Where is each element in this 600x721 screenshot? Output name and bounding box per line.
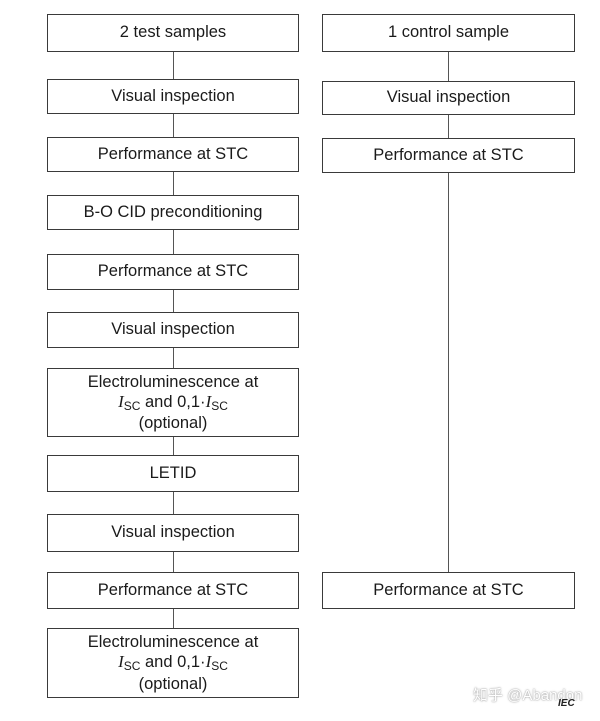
step-visual-inspection: Visual inspection (47, 514, 299, 552)
el-line1: Electroluminescence at (87, 633, 259, 652)
connector-line (173, 289, 174, 314)
step-bo-cid-preconditioning: B-O CID preconditioning (47, 195, 299, 230)
step-performance-stc: Performance at STC (322, 572, 575, 609)
connector-line (173, 551, 174, 573)
el-line1: Electroluminescence at (87, 372, 259, 391)
step-performance-stc: Performance at STC (47, 254, 299, 290)
step-electroluminescence: Electroluminescence at ISC and 0,1·ISC (… (47, 368, 299, 437)
connector-line (448, 114, 449, 139)
iec-label: IEC (558, 698, 575, 709)
el-optional: (optional) (138, 674, 208, 693)
step-test-samples: 2 test samples (47, 14, 299, 52)
connector-line (173, 229, 174, 254)
el-line2: ISC and 0,1·ISC (118, 652, 228, 674)
connector-line (173, 608, 174, 629)
el-line2: ISC and 0,1·ISC (118, 391, 228, 413)
step-performance-stc: Performance at STC (47, 572, 299, 609)
watermark: 知乎 @Abandon (473, 687, 583, 704)
connector-line (448, 51, 449, 82)
step-performance-stc: Performance at STC (322, 138, 575, 173)
step-control-sample: 1 control sample (322, 14, 575, 52)
connector-line (173, 491, 174, 515)
connector-line (173, 171, 174, 196)
connector-line (173, 436, 174, 456)
step-visual-inspection: Visual inspection (322, 81, 575, 115)
connector-line (448, 172, 449, 573)
step-visual-inspection: Visual inspection (47, 312, 299, 348)
step-letid: LETID (47, 455, 299, 492)
el-optional: (optional) (138, 414, 208, 433)
step-visual-inspection: Visual inspection (47, 79, 299, 114)
step-performance-stc: Performance at STC (47, 137, 299, 172)
connector-line (173, 347, 174, 369)
connector-line (173, 113, 174, 138)
step-electroluminescence: Electroluminescence at ISC and 0,1·ISC (… (47, 628, 299, 698)
connector-line (173, 51, 174, 80)
